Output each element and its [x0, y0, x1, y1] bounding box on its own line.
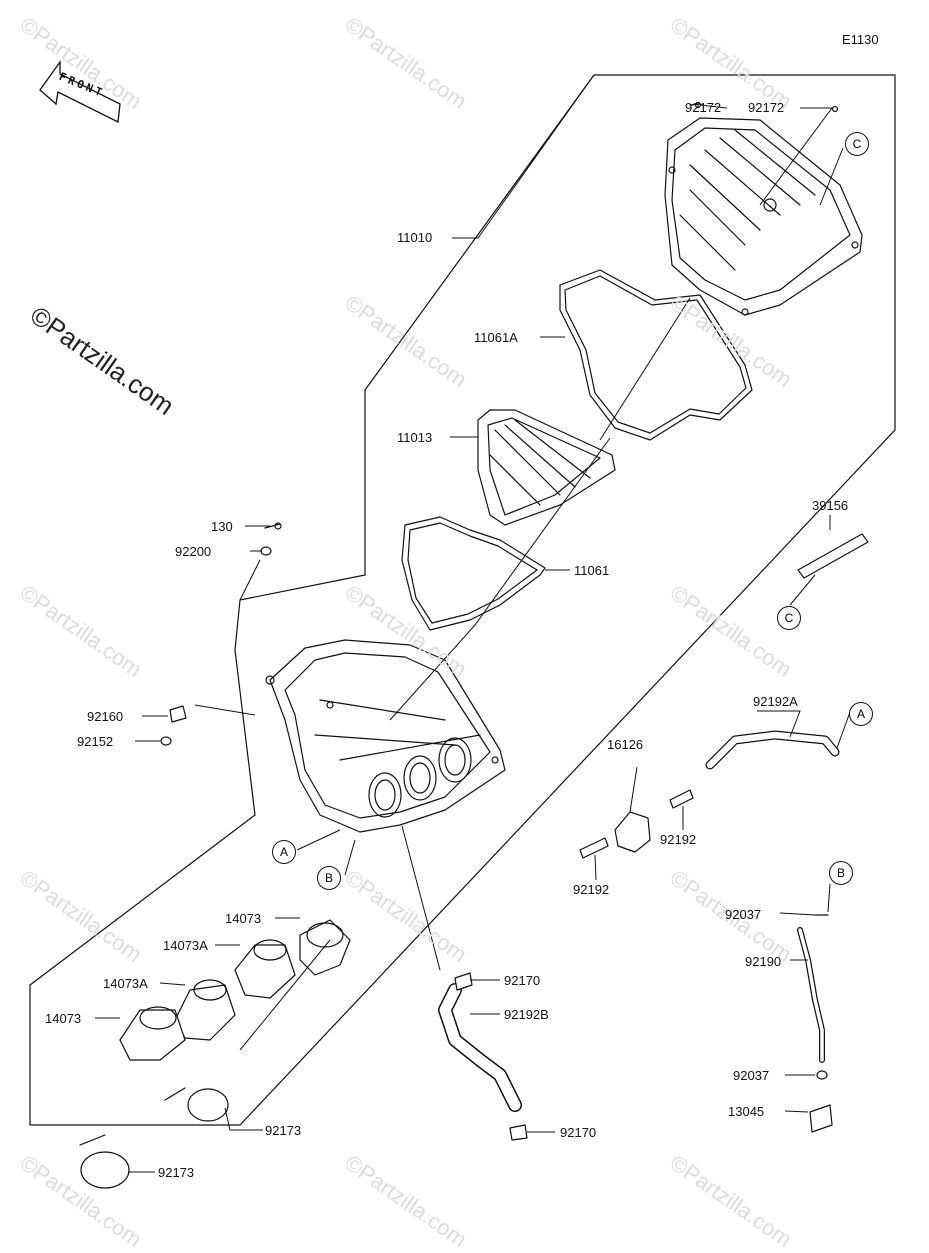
- part-label-13045[interactable]: 13045: [728, 1104, 765, 1119]
- gasket-11061a: [559, 269, 753, 441]
- part-label-14073[interactable]: 14073: [225, 911, 262, 926]
- part-label-11061a[interactable]: 11061A: [474, 330, 518, 345]
- part-label-92037[interactable]: 92037: [733, 1068, 770, 1083]
- diagram-drawing: [29, 59, 896, 1189]
- part-label-92192a[interactable]: 92192A: [753, 694, 798, 709]
- air-cleaner-lower-case: [265, 639, 506, 833]
- clamp-92173-lower: [80, 1151, 130, 1189]
- cap-13045: [809, 1104, 833, 1133]
- part-label-14073a[interactable]: 14073A: [103, 976, 148, 991]
- gasket-11061: [401, 516, 546, 631]
- front-arrow-icon: [39, 59, 121, 123]
- parts-diagram: ©Partzilla.com ©Partzilla.com ©Partzilla…: [16, 12, 896, 1252]
- intake-funnels: [119, 919, 351, 1061]
- pipe-39156: [797, 533, 869, 579]
- callout-b: B: [829, 861, 853, 885]
- callout-b: B: [317, 866, 341, 890]
- part-label-11010[interactable]: 11010: [397, 230, 433, 245]
- part-label-92172[interactable]: 92172: [685, 100, 722, 115]
- part-label-14073a[interactable]: 14073A: [163, 938, 208, 953]
- part-label-92200[interactable]: 92200: [175, 544, 212, 559]
- part-label-92173[interactable]: 92173: [265, 1123, 302, 1138]
- assembly-outline: [29, 74, 896, 1126]
- air-filter-element: [477, 409, 616, 526]
- part-label-92173[interactable]: 92173: [158, 1165, 195, 1180]
- hose-92190: [797, 927, 825, 1063]
- callout-a: A: [272, 840, 296, 864]
- air-cleaner-upper-cover: [664, 117, 863, 316]
- hose-92192-mid: [669, 789, 694, 809]
- part-label-92170[interactable]: 92170: [504, 973, 541, 988]
- clamp-92173-upper: [187, 1088, 229, 1122]
- part-label-92160[interactable]: 92160: [87, 709, 124, 724]
- part-label-92172[interactable]: 92172: [748, 100, 785, 115]
- part-label-92170[interactable]: 92170: [560, 1125, 597, 1140]
- callout-c: C: [845, 132, 869, 156]
- callout-c: C: [777, 606, 801, 630]
- part-label-130[interactable]: 130: [211, 519, 233, 534]
- part-label-92152[interactable]: 92152: [77, 734, 114, 749]
- part-label-92037[interactable]: 92037: [725, 907, 762, 922]
- part-label-92190[interactable]: 92190: [745, 954, 782, 969]
- part-label-11061[interactable]: 11061: [574, 563, 610, 578]
- hose-92192-low: [579, 837, 609, 859]
- part-label-92192[interactable]: 92192: [660, 832, 697, 847]
- part-label-92192[interactable]: 92192: [573, 882, 610, 897]
- valve-16126: [614, 811, 651, 853]
- part-label-14073[interactable]: 14073: [45, 1011, 82, 1026]
- part-label-92192b[interactable]: 92192B: [504, 1007, 549, 1022]
- part-label-16126[interactable]: 16126: [607, 737, 644, 752]
- part-label-11013[interactable]: 11013: [397, 430, 433, 445]
- diagram-code: E1130: [842, 32, 879, 47]
- part-label-39156[interactable]: 39156: [812, 498, 849, 513]
- callout-a: A: [849, 702, 873, 726]
